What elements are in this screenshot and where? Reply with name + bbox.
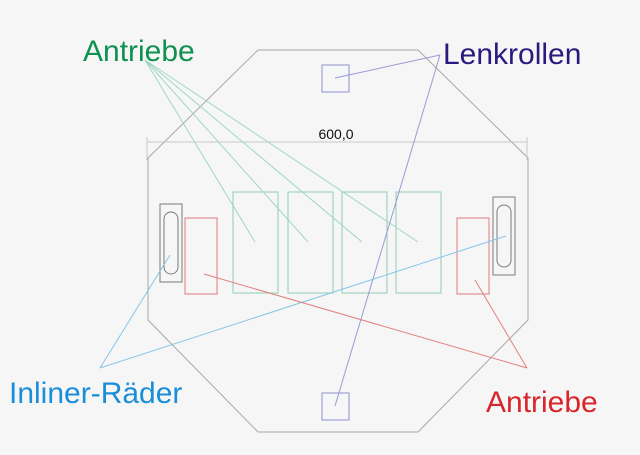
center-drives <box>232 191 442 294</box>
chassis-outline <box>147 49 529 433</box>
leader-lines-inliner <box>99 235 507 369</box>
center-drive-2 <box>287 191 334 294</box>
label-inliner-raeder: Inliner-Räder <box>9 377 182 410</box>
dimension-label: 600,0 <box>318 126 353 142</box>
inline-wheel-right <box>492 196 516 276</box>
caster-wheel-top <box>321 64 350 93</box>
label-lenkrollen: Lenkrollen <box>443 38 581 71</box>
leader-lines-antriebe-bottom <box>203 273 528 369</box>
inline-wheel-left <box>159 203 183 283</box>
center-drive-4 <box>395 191 442 294</box>
center-drive-1 <box>232 191 279 294</box>
dimension-line <box>146 137 528 160</box>
caster-wheel-bottom <box>321 392 350 421</box>
label-antriebe-top: Antriebe <box>83 35 195 68</box>
side-drive-left <box>184 217 218 295</box>
label-antriebe-bottom: Antriebe <box>486 386 598 419</box>
leader-lines-antriebe-top <box>144 59 419 243</box>
leader-lines-lenkrollen <box>334 54 441 407</box>
center-drive-3 <box>341 191 388 294</box>
side-drive-right <box>456 217 490 295</box>
